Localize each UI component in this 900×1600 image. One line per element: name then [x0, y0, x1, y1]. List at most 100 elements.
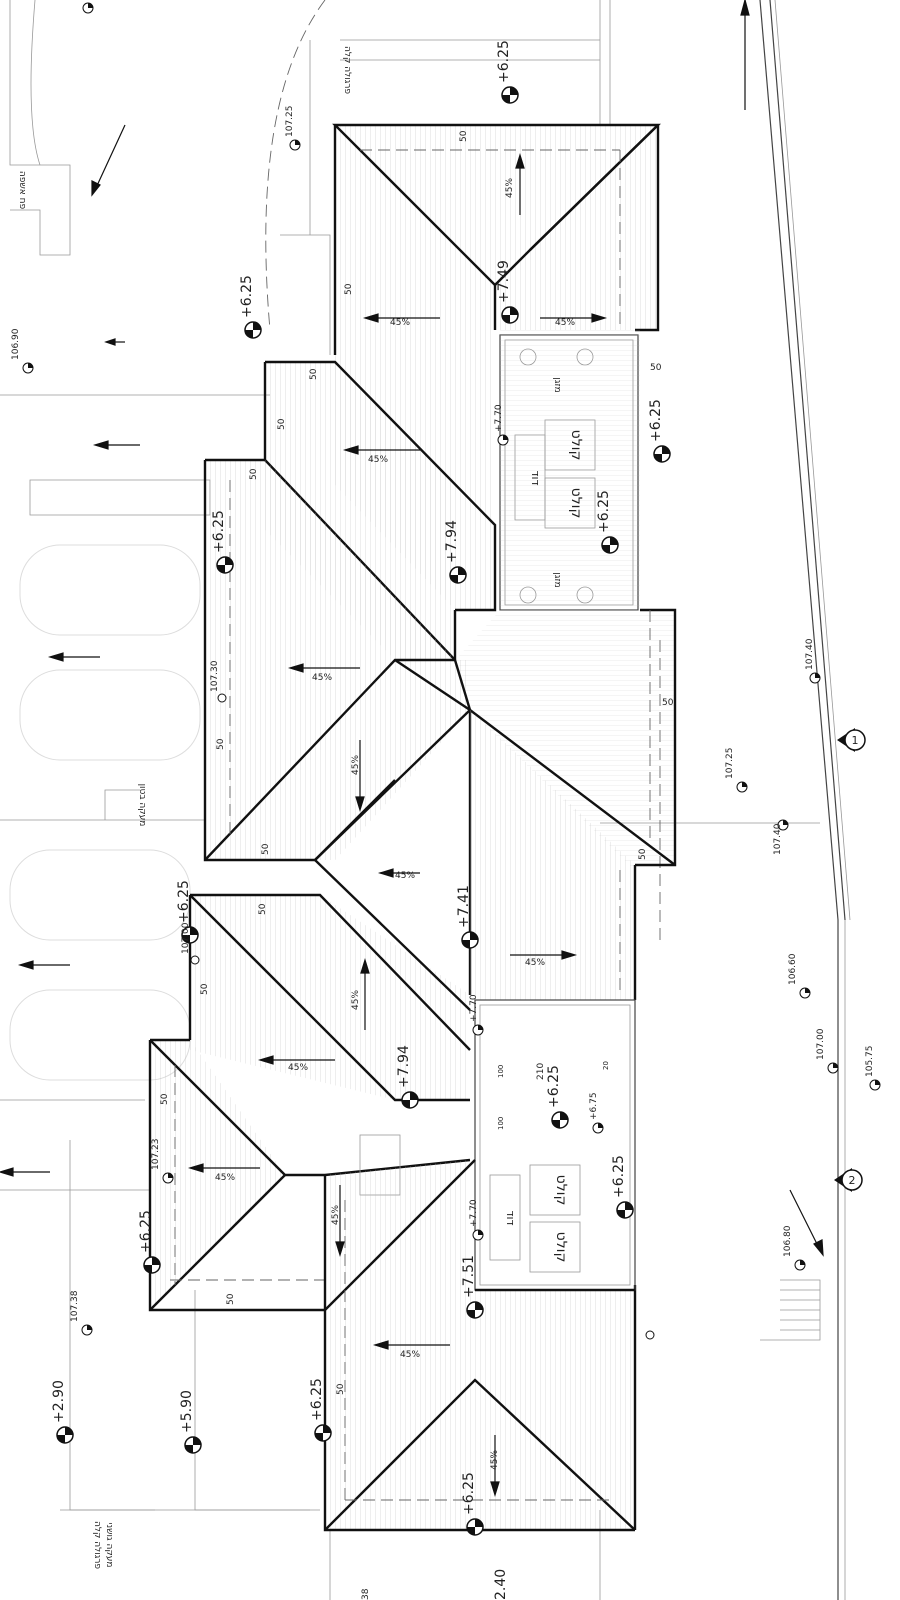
spot-level	[645, 1330, 655, 1340]
dim-text: 50	[200, 983, 210, 995]
dim-text: 50	[638, 848, 648, 860]
level-marker: +6.25	[211, 510, 234, 574]
spot-level: 107.40	[773, 819, 789, 855]
level-marker: +6.25	[648, 399, 671, 463]
level-text: +7.94	[444, 520, 460, 563]
level-text: +2.90	[51, 1380, 67, 1423]
slope-text: 45%	[351, 990, 361, 1010]
level-marker: +7.70	[469, 994, 484, 1036]
spot-text: 107.38	[70, 1290, 80, 1322]
spot-level: 106.90	[11, 328, 34, 374]
dim-text: 50	[249, 468, 259, 480]
level-marker: +7.70	[494, 404, 509, 446]
level-marker: +7.94	[396, 1045, 419, 1109]
level-text: +6.25	[176, 880, 192, 923]
level-text: +7.94	[396, 1045, 412, 1088]
slope-text: 45%	[525, 958, 545, 968]
collector-label: קולט	[553, 1232, 569, 1263]
section-number: 1	[852, 734, 859, 747]
spot-level: 107.00	[181, 922, 200, 965]
pergola-label: פרגולה קלה	[342, 46, 352, 94]
level-text: +6.25	[211, 510, 227, 553]
level-text: +7.51	[461, 1255, 477, 1298]
slope-text: 45%	[390, 318, 410, 328]
dim-text: 100	[497, 1117, 505, 1130]
dim-text: 50	[344, 283, 354, 295]
level-text: +6.25	[461, 1472, 477, 1515]
dim-text: 100	[497, 1065, 505, 1078]
level-text: +7.41	[456, 885, 472, 928]
level-marker: +7.41	[456, 885, 479, 949]
level-text: +6.25	[496, 40, 512, 83]
wall-label: מעקה בטון	[137, 784, 147, 827]
spot-level: 106.80	[783, 1225, 806, 1271]
spot-text: 107.30	[210, 660, 220, 692]
slope-text: 45%	[312, 673, 332, 683]
slope-text: 45%	[368, 455, 388, 465]
level-marker: +6.25	[309, 1378, 332, 1442]
dim-text: 50	[277, 418, 287, 430]
site-spot-levels: 107.25 106.90 107.30 107.00 107.23 107.4…	[11, 2, 881, 1600]
level-text: +6.25	[546, 1065, 562, 1108]
dim-text: 20	[602, 1061, 610, 1070]
section-marker: 1	[837, 728, 866, 752]
dim-text: 50	[650, 363, 662, 373]
slope-text: 45%	[490, 1450, 500, 1470]
spot-level: 107.25	[725, 748, 748, 793]
spot-level: 107.23	[151, 1139, 174, 1184]
pergola-label: פרגולה קלה	[92, 1521, 102, 1569]
level-text: +6.25	[611, 1155, 627, 1198]
section-marker: 2	[834, 1168, 863, 1192]
spot-level: 107.00	[816, 1028, 839, 1074]
level-marker: +6.25	[496, 40, 519, 104]
railing-label: מעקה גושני	[104, 1522, 114, 1567]
dim-text: 50	[459, 130, 469, 142]
bin-label: פח אשפה	[17, 171, 27, 210]
level-marker: +6.25	[611, 1155, 634, 1219]
dim-text: 50	[160, 1093, 170, 1105]
slope-text: 45%	[215, 1173, 235, 1183]
level-marker: +6.25	[176, 880, 199, 944]
mechanical-enclosure-b	[359, 999, 636, 1291]
roof-wing-f	[323, 1159, 636, 1532]
level-marker: +6.25	[138, 1210, 161, 1274]
elevation-markers: +6.25 +6.25 +6.25 +6.25 +6.25 +6.25 +6.2…	[51, 40, 671, 1536]
slope-text: 45%	[351, 755, 361, 775]
boiler-label: דוד	[504, 1210, 517, 1225]
level-marker: +2.90	[51, 1380, 74, 1444]
ac-label: מזגן	[552, 572, 562, 587]
level-text: +6.25	[596, 490, 612, 533]
spot-text: 107.00	[181, 922, 191, 954]
dim-text: 50	[258, 903, 268, 915]
slope-text: 45%	[331, 1205, 341, 1225]
section-markers: 1 2	[834, 728, 866, 1192]
level-text: +7.70	[494, 404, 504, 432]
spot-text: 107.40	[773, 823, 783, 855]
boiler-label: דוד	[529, 470, 542, 485]
spot-text: 2.40	[493, 1569, 509, 1600]
slope-text: 45%	[395, 871, 415, 881]
slope-text: 45%	[400, 1350, 420, 1360]
level-marker: +6.25	[239, 275, 262, 339]
level-text: +7.70	[469, 1199, 479, 1227]
level-marker: +6.25	[596, 490, 619, 554]
dim-text: 210	[536, 1063, 546, 1080]
spot-level: 107.25	[285, 106, 301, 151]
level-marker: +7.51	[461, 1255, 484, 1319]
slope-arrows	[0, 0, 824, 1498]
section-number: 2	[849, 1174, 856, 1187]
spot-level: 107.30	[210, 660, 227, 703]
level-marker: +5.90	[179, 1390, 202, 1454]
spot-level: 105.75	[865, 1046, 881, 1091]
spot-text: 107.25	[725, 748, 735, 780]
slope-labels: 45% 45% 45% 45% 45% 45% 45% 45% 45% 45% …	[215, 178, 575, 1470]
collector-label: קולט	[568, 488, 584, 519]
spot-text: 105.75	[865, 1046, 875, 1078]
spot-text: 107.23	[151, 1139, 161, 1171]
level-marker: +6.25	[546, 1065, 569, 1129]
roof-main-c	[203, 330, 677, 995]
level-marker: +7.94	[444, 520, 467, 584]
level-text: +6.25	[309, 1378, 325, 1421]
level-marker: +6.25	[461, 1472, 484, 1536]
